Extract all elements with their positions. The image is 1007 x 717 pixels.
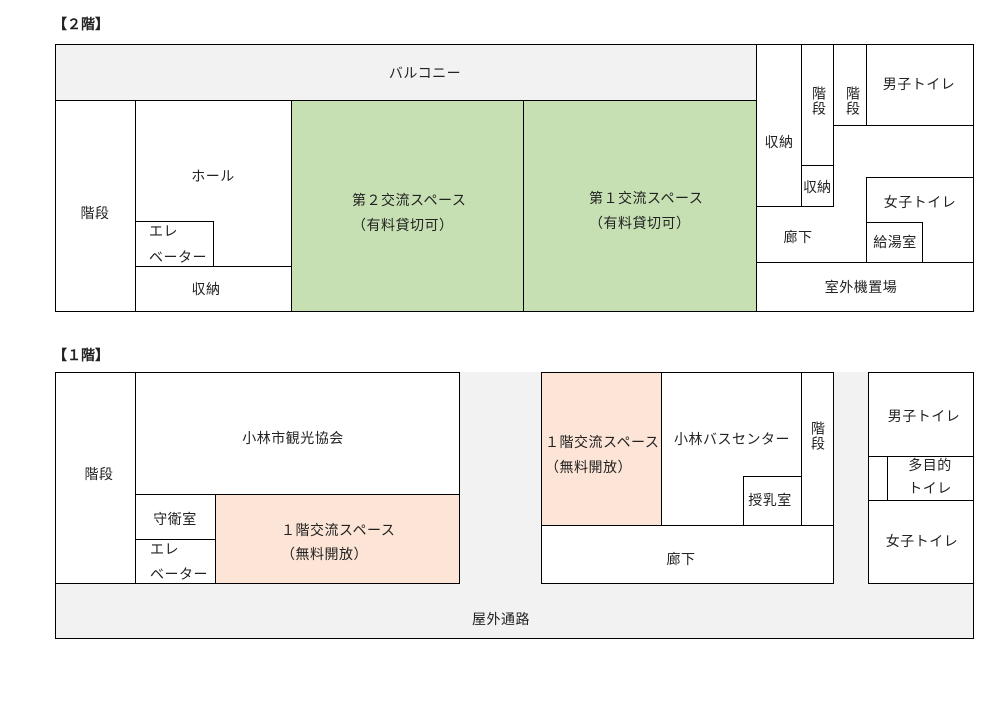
- floor1-guard-room: 守衛室: [135, 494, 216, 540]
- exchange-space-1-note: （有料貸切可）: [589, 216, 691, 232]
- floor2-stairs-b: 階段: [833, 44, 867, 126]
- floor1-corridor: 廊下: [541, 525, 834, 584]
- mens-toilet-label: 男子トイレ: [887, 409, 961, 425]
- storage-label: 収納: [803, 180, 831, 196]
- kitchenette-label: 給湯室: [873, 235, 917, 251]
- floor2-elevator: エレ ベーター: [135, 221, 214, 267]
- multipurpose-toilet-line1: 多目的: [908, 458, 952, 474]
- outdoor-unit-area-label: 室外機置場: [824, 280, 898, 296]
- tourism-association-label: 小林市観光協会: [242, 431, 344, 447]
- exchange-space-left-name: １階交流スペース: [281, 523, 396, 539]
- stairs-label: 階段: [844, 86, 860, 116]
- mens-toilet-label: 男子トイレ: [882, 77, 956, 93]
- exchange-space-2-label: 第２交流スペース （有料貸切可）: [352, 189, 466, 239]
- floor1-tourism-association: 小林市観光協会: [135, 372, 460, 495]
- floor1-label: 【１階】: [53, 348, 109, 364]
- exchange-space-left-label: １階交流スペース （無料開放）: [281, 519, 395, 567]
- floor2-balcony: バルコニー: [55, 44, 757, 101]
- floor2-storage-small: 収納: [801, 165, 834, 207]
- elevator-label-line2: ベーター: [150, 567, 208, 583]
- outdoor-passage-label: 屋外通路: [472, 612, 530, 628]
- floor1-mens-toilet: 男子トイレ: [868, 372, 974, 457]
- multipurpose-toilet-line2: トイレ: [908, 481, 952, 497]
- exchange-space-mid-note: （無料開放）: [545, 460, 632, 476]
- floor1-nursing-room: 授乳室: [743, 476, 802, 526]
- womens-toilet-label: 女子トイレ: [885, 534, 959, 550]
- exchange-space-mid-name: １階交流スペース: [545, 435, 660, 451]
- exchange-space-2-note: （有料貸切可）: [352, 218, 454, 234]
- exchange-space-1-label: 第１交流スペース （有料貸切可）: [589, 187, 703, 237]
- floor2-exchange-space-1: 第１交流スペース （有料貸切可）: [523, 100, 757, 312]
- floor2-corridor-label: 廊下: [783, 230, 813, 246]
- storage-label: 収納: [764, 135, 794, 151]
- floor1-exchange-space-left: １階交流スペース （無料開放）: [215, 494, 460, 584]
- floor2-kitchenette: 給湯室: [866, 222, 923, 263]
- stairs-label: 階段: [809, 421, 825, 451]
- exchange-space-2-name: 第２交流スペース: [352, 193, 467, 209]
- elevator-label: エレ ベーター: [149, 219, 207, 271]
- exchange-space-mid-label: １階交流スペース （無料開放）: [545, 431, 659, 481]
- womens-toilet-label: 女子トイレ: [883, 195, 957, 211]
- elevator-label-line2: ベーター: [149, 250, 207, 266]
- floor1-stairs-right: 階段: [801, 372, 834, 526]
- elevator-label: エレ ベーター: [150, 538, 208, 588]
- corridor-label: 廊下: [666, 552, 696, 568]
- floor1-outdoor-gap-left: [459, 372, 542, 584]
- multipurpose-toilet-label: 多目的 トイレ: [908, 455, 952, 501]
- floor1-stairs-left: 階段: [55, 372, 136, 584]
- storage-label: 収納: [191, 282, 221, 298]
- balcony-label: バルコニー: [388, 66, 462, 82]
- floor2-stairs-left: 階段: [55, 100, 136, 312]
- floor1-exchange-space-mid: １階交流スペース （無料開放）: [541, 372, 662, 526]
- floor1-multipurpose-toilet: 多目的 トイレ: [887, 456, 974, 501]
- hall-label: ホール: [191, 169, 235, 185]
- exchange-space-left-note: （無料開放）: [281, 547, 368, 563]
- guard-room-label: 守衛室: [153, 512, 197, 528]
- nursing-room-label: 授乳室: [748, 493, 792, 509]
- stairs-label: 階段: [810, 86, 826, 116]
- floor1-outdoor-gap-right: [833, 372, 869, 584]
- elevator-label-line1: エレ: [149, 224, 178, 240]
- floor2-exchange-space-2: 第２交流スペース （有料貸切可）: [291, 100, 524, 312]
- exchange-space-1-name: 第１交流スペース: [589, 191, 704, 207]
- floor1-elevator: エレ ベーター: [135, 539, 216, 584]
- floor2-label: 【２階】: [53, 17, 109, 33]
- stairs-label: 階段: [84, 467, 114, 483]
- floor2-stairs-a: 階段: [801, 44, 834, 166]
- floor1-womens-toilet: 女子トイレ: [868, 500, 974, 584]
- floor2-storage-right: 収納: [756, 44, 802, 207]
- floor2-outdoor-unit-area: 室外機置場: [756, 262, 974, 312]
- bus-center-label: 小林バスセンター: [674, 432, 790, 448]
- floor2-mens-toilet: 男子トイレ: [866, 44, 974, 126]
- stairs-label: 階段: [80, 206, 110, 222]
- floor1-outdoor-passage: 屋外通路: [55, 583, 974, 639]
- floor2-storage-left: 収納: [135, 266, 292, 312]
- elevator-label-line1: エレ: [150, 542, 179, 558]
